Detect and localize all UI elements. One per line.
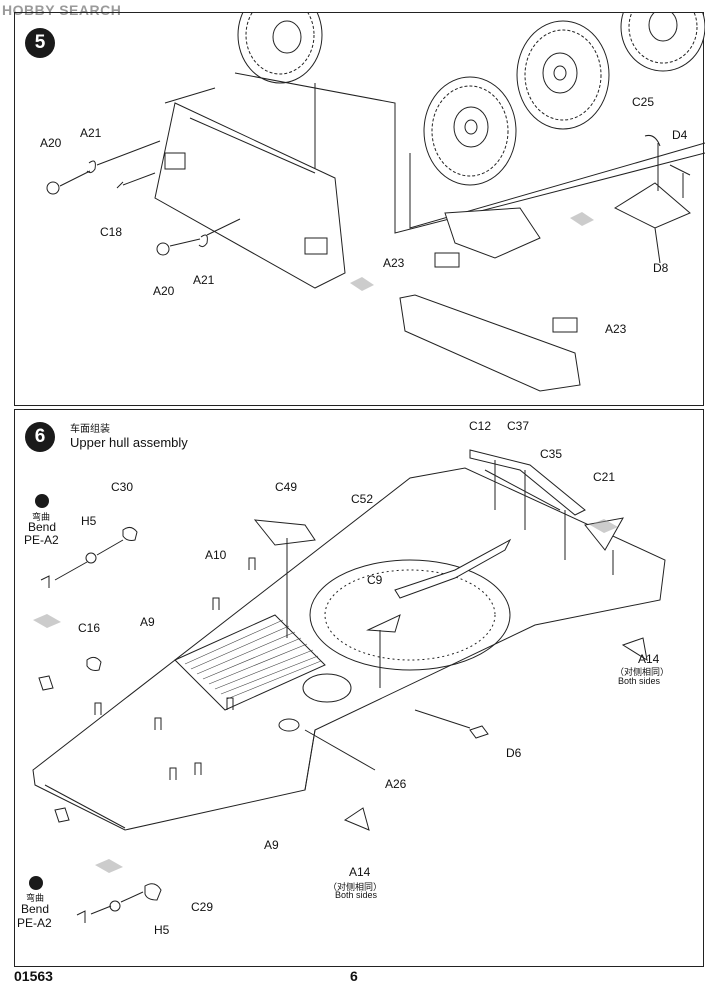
label-a23-right: A23 xyxy=(605,322,627,336)
bend-en-bottom: Bend xyxy=(21,902,50,916)
bend-cn-top: 弯曲 xyxy=(32,512,51,522)
label-a10: A10 xyxy=(205,548,227,562)
step-5-panel: 5 A20 A21 C18 A20 A21 C25 D4 D8 A23 A23 xyxy=(14,12,705,406)
label-a26: A26 xyxy=(385,777,407,791)
both-sides-right: Both sides xyxy=(618,676,661,686)
label-c49: C49 xyxy=(275,480,298,494)
label-c25: C25 xyxy=(632,95,655,109)
bend-en-top: Bend xyxy=(28,520,57,534)
wheel-4 xyxy=(620,13,705,72)
label-d6: D6 xyxy=(506,746,522,760)
wheel-2 xyxy=(423,76,517,186)
label-c52: C52 xyxy=(351,492,374,506)
wheel-3 xyxy=(516,20,610,130)
label-c21: C21 xyxy=(593,470,616,484)
label-c35: C35 xyxy=(540,447,563,461)
label-a14-bottom: A14 xyxy=(349,865,371,879)
pe-a2-bottom: PE-A2 xyxy=(17,916,52,930)
both-sides-bottom: Both sides xyxy=(335,890,378,900)
step-6-title-cn: 车面组装 xyxy=(70,424,110,435)
label-a20-bottom: A20 xyxy=(153,284,175,298)
label-c9: C9 xyxy=(367,573,383,587)
label-h5-bottom: H5 xyxy=(154,923,170,937)
wheel-1 xyxy=(237,13,323,84)
label-a23-left: A23 xyxy=(383,256,405,270)
both-sides-cn-bottom: （对侧相同） xyxy=(328,882,383,892)
label-c30: C30 xyxy=(111,480,134,494)
label-d8: D8 xyxy=(653,261,669,275)
label-a9-top: A9 xyxy=(140,615,155,629)
label-a14-right: A14 xyxy=(638,652,660,666)
page-number: 6 xyxy=(350,968,358,984)
step-6-panel: 6 车面组装 Upper hull assembly 弯曲 Bend PE-A2… xyxy=(14,409,704,967)
both-sides-cn-right: （对侧相同） xyxy=(615,667,670,677)
label-c29: C29 xyxy=(191,900,214,914)
step-6-title-en: Upper hull assembly xyxy=(70,435,188,450)
pe-a2-top: PE-A2 xyxy=(24,533,59,547)
watermark: HOBBY SEARCH xyxy=(2,2,122,18)
label-a9-bottom: A9 xyxy=(264,838,279,852)
bend-cn-bottom: 弯曲 xyxy=(26,893,45,903)
label-a21-top: A21 xyxy=(80,126,102,140)
label-h5-top: H5 xyxy=(81,514,97,528)
label-c12: C12 xyxy=(469,419,492,433)
label-a20-top: A20 xyxy=(40,136,62,150)
label-c18: C18 xyxy=(100,225,123,239)
label-d4: D4 xyxy=(672,128,688,142)
step-6-drawing xyxy=(29,449,666,923)
step-5-drawing xyxy=(46,13,705,392)
label-c37: C37 xyxy=(507,419,530,433)
step-6-number: 6 xyxy=(25,422,55,452)
label-a21-bottom: A21 xyxy=(193,273,215,287)
catalog-code: 01563 xyxy=(14,968,53,984)
step-5-number: 5 xyxy=(25,28,55,58)
label-c16: C16 xyxy=(78,621,101,635)
